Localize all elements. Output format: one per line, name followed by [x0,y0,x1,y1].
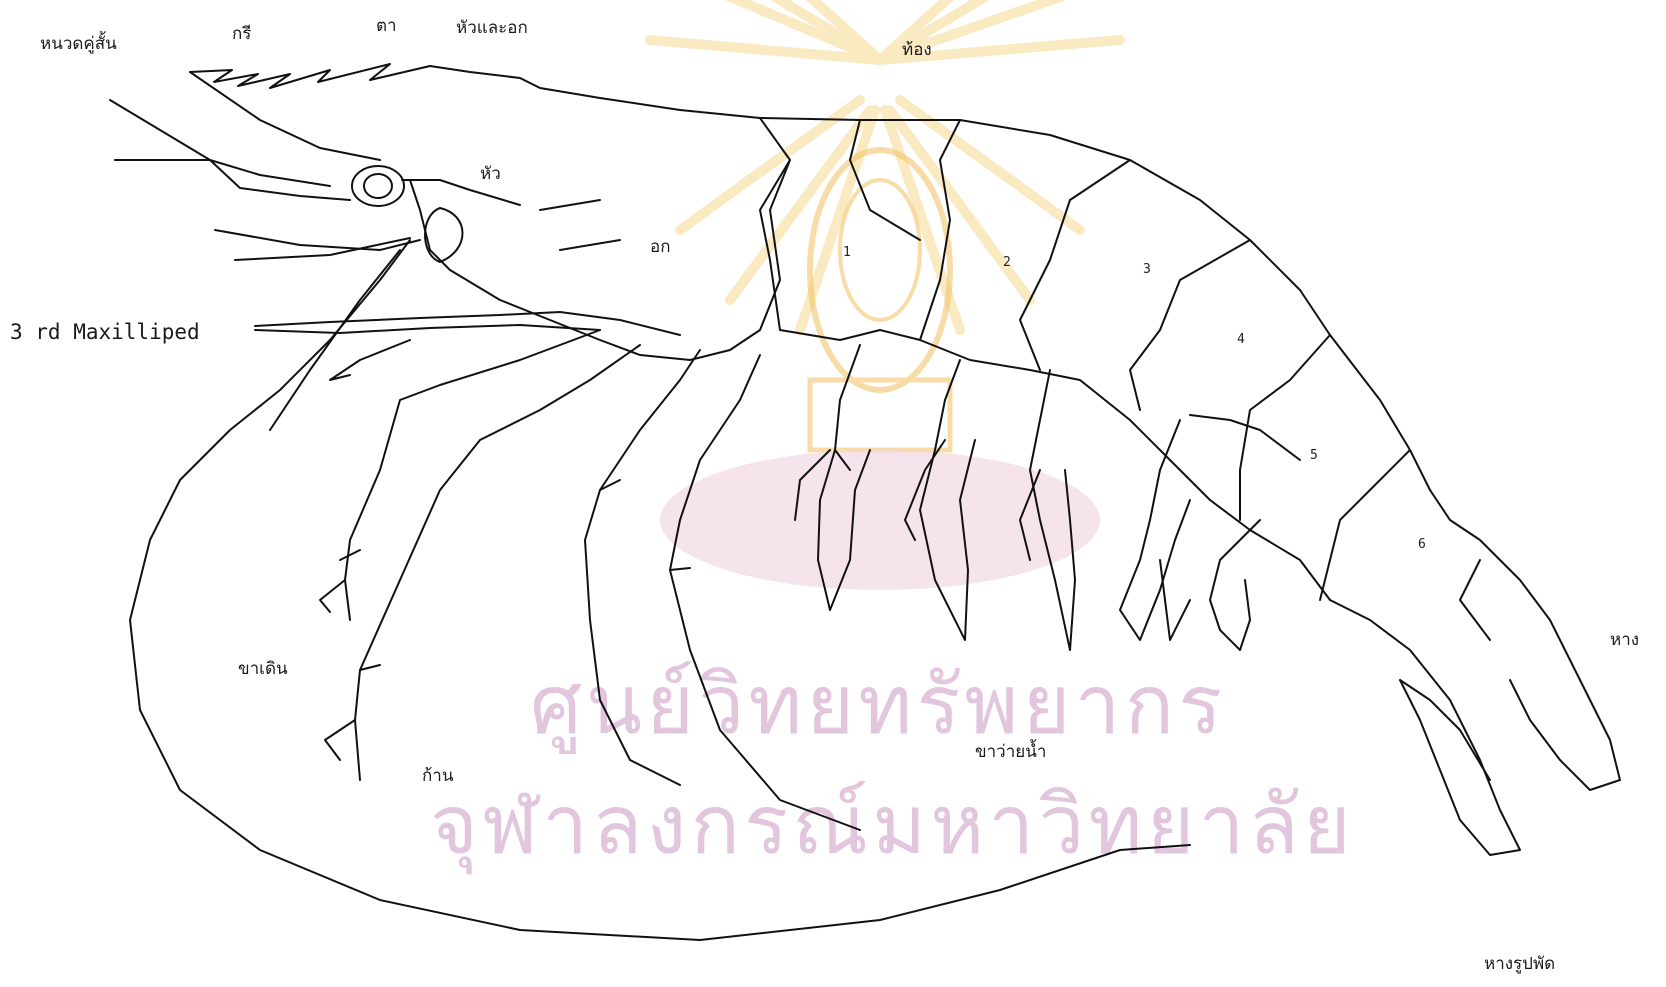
label-stalk: ก้าน [422,762,453,789]
swimmeret-2 [920,360,975,640]
label-thorax: อก [650,233,671,260]
walking-leg-4 [670,355,860,830]
segment-6-border [1320,450,1410,600]
label-eye: ตา [376,12,397,39]
swimmeret-3 [1030,370,1075,650]
label-antennule: หนวดคู่สั้น [40,30,117,57]
swimmeret-5 [1210,520,1260,650]
label-tail-fan: หางรูปพัด [1484,950,1555,977]
label-maxilliped: 3 rd Maxilliped [10,320,200,344]
label-tail: หาง [1610,626,1639,653]
swimmeret-1 [818,345,870,610]
eye-shape [352,166,404,206]
walking-leg-2 [355,345,640,720]
segment-number-3: 3 [1143,262,1151,277]
label-head: หัว [480,160,501,187]
segment-number-1: 1 [843,245,851,260]
segment-number-4: 4 [1237,332,1245,347]
carapace-shape [410,110,790,360]
segment-3-border [1020,160,1130,370]
segment-2-border [920,120,960,340]
swimmeret-4 [1120,420,1190,640]
label-swimmerets: ขาว่ายน้ำ [975,738,1046,765]
walking-leg-3 [585,350,700,785]
rostrum-shape [190,64,680,110]
segment-number-2: 2 [1003,255,1011,270]
abdomen-dorsal [760,118,1450,520]
label-rostrum: กรี [232,20,251,47]
segment-number-6: 6 [1418,537,1426,552]
antennule-upper [110,100,330,186]
segment-number-5: 5 [1310,448,1318,463]
label-walking-legs: ขาเดิน [238,655,288,682]
label-abdomen: ท้อง [902,36,932,63]
walking-leg-1 [345,330,600,580]
label-cephalothorax: หัวและอก [456,14,528,41]
